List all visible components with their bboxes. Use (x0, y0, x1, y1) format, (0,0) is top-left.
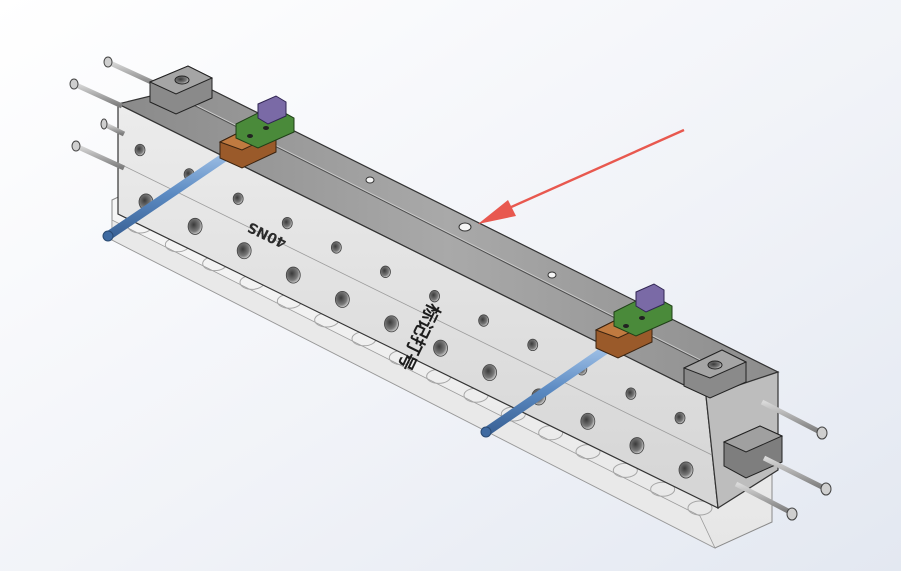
threaded-hole (232, 192, 244, 205)
threaded-hole (330, 241, 342, 254)
threaded-hole (674, 411, 686, 425)
cooling-hole (334, 291, 350, 308)
cooling-hole (678, 461, 694, 479)
right-side-block (722, 425, 784, 479)
threaded-hole (134, 143, 146, 157)
socket-head-bolt-icon (69, 78, 124, 109)
threaded-hole (478, 314, 490, 327)
cooling-hole (285, 266, 301, 284)
cooling-hole (236, 242, 252, 260)
socket-head-bolt-icon (71, 140, 126, 171)
base-recess (650, 481, 676, 497)
right-end-clamp (682, 349, 748, 399)
socket-head-bolt-icon (760, 399, 828, 440)
pointer-arrow-icon (478, 128, 685, 224)
cooling-hole (482, 364, 498, 381)
right-slider-assembly (480, 283, 673, 438)
cooling-hole (187, 217, 203, 235)
base-recess (687, 500, 713, 516)
socket-head-bolt-icon (100, 118, 126, 137)
right-bolts (734, 399, 832, 521)
cooling-hole (433, 339, 448, 357)
cooling-hole (629, 437, 645, 455)
front-face-holes (134, 143, 694, 479)
left-end-clamp (148, 65, 214, 115)
cooling-hole (384, 315, 399, 333)
base-recess (612, 462, 638, 478)
top-face-holes (365, 176, 557, 279)
socket-head-bolt-icon (734, 481, 798, 521)
cooling-hole (580, 412, 596, 430)
socket-head-bolt-icon (762, 455, 832, 496)
threaded-hole (380, 265, 391, 278)
left-slider-assembly (102, 95, 295, 242)
left-guide-rod (102, 147, 237, 242)
threaded-hole (625, 387, 637, 400)
threaded-hole (527, 338, 539, 352)
threaded-hole (429, 290, 440, 303)
threaded-hole (281, 216, 293, 230)
right-guide-rod (480, 343, 613, 438)
